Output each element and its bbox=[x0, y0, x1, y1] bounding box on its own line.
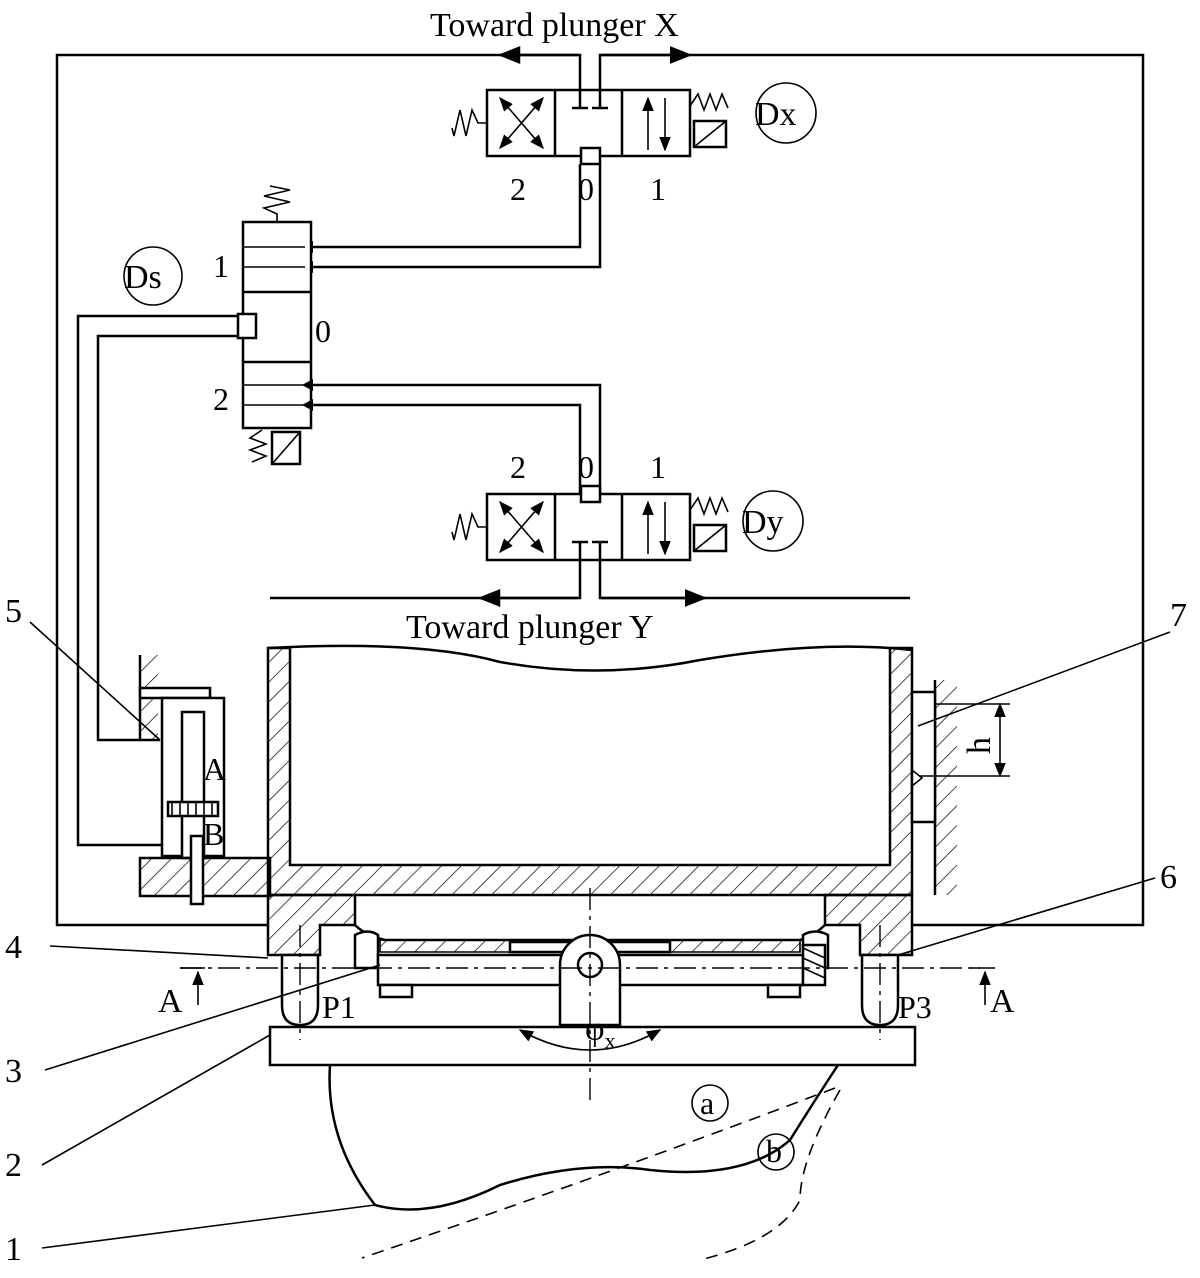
svg-text:Dx: Dx bbox=[755, 96, 797, 133]
valve-dy-label: Dy bbox=[742, 490, 804, 552]
valve-dy bbox=[451, 484, 729, 562]
outer-circuit bbox=[55, 46, 1145, 927]
part-6-label: 6 bbox=[1160, 859, 1177, 896]
cylinder-5 bbox=[138, 655, 272, 906]
valve-dx bbox=[451, 88, 729, 166]
valve-dx-label: Dx bbox=[755, 82, 817, 144]
ds-position-0: 0 bbox=[315, 313, 331, 349]
bottom-header: Toward plunger Y bbox=[406, 609, 654, 646]
dx-position-0: 0 bbox=[578, 171, 594, 207]
part-4-label: 4 bbox=[5, 929, 22, 966]
angle-label: φx bbox=[585, 1011, 616, 1053]
valve-ds bbox=[236, 185, 313, 466]
svg-text:Ds: Ds bbox=[124, 259, 162, 296]
sensor-7 bbox=[910, 680, 1010, 895]
dx-position-1: 1 bbox=[650, 171, 666, 207]
section-left-label: A bbox=[158, 983, 183, 1020]
chamber-a-label: A bbox=[203, 751, 226, 787]
circle-a-label: a bbox=[700, 1085, 714, 1121]
workpiece bbox=[328, 1064, 841, 1261]
dy-position-0: 0 bbox=[578, 449, 594, 485]
circle-b-label: b bbox=[766, 1133, 782, 1169]
dx-ds-lines bbox=[302, 164, 602, 273]
ds-dy-lines bbox=[302, 379, 602, 500]
part-3-label: 3 bbox=[5, 1053, 22, 1090]
main-body bbox=[266, 644, 914, 897]
part-2-label: 2 bbox=[5, 1147, 22, 1184]
dx-position-2: 2 bbox=[510, 171, 526, 207]
pad-p1-label: P1 bbox=[322, 989, 356, 1025]
dy-output bbox=[270, 560, 910, 607]
leader-lines bbox=[29, 621, 1171, 1249]
height-label: h bbox=[961, 737, 998, 754]
valve-ds-label: Ds bbox=[123, 246, 183, 306]
svg-text:Dy: Dy bbox=[742, 504, 784, 541]
ds-cylinder-lines bbox=[76, 314, 238, 847]
dy-position-1: 1 bbox=[650, 449, 666, 485]
part-1-label: 1 bbox=[5, 1231, 22, 1268]
section-right-label: A bbox=[990, 983, 1015, 1020]
part-7-label: 7 bbox=[1170, 597, 1187, 634]
chamber-b-label: B bbox=[203, 816, 224, 852]
ds-position-2: 2 bbox=[213, 381, 229, 417]
dy-position-2: 2 bbox=[510, 449, 526, 485]
part-5-label: 5 bbox=[5, 593, 22, 630]
top-header: Toward plunger X bbox=[430, 7, 679, 44]
pad-p3-label: P3 bbox=[898, 989, 932, 1025]
lower-assembly bbox=[180, 888, 995, 1100]
ds-position-1: 1 bbox=[213, 248, 229, 284]
